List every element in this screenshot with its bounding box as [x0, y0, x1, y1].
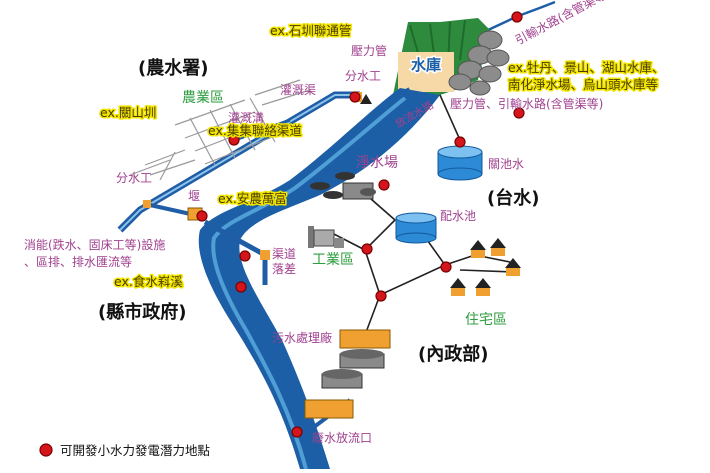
- label-sewage-plant: 污水處理廠: [272, 330, 332, 345]
- main-river-highlight: [211, 96, 407, 470]
- channel-drop-box: [260, 250, 270, 260]
- distribution-tank: [395, 212, 437, 244]
- example-reservoirs: ex.牡丹、景山、湖山水庫、: [508, 60, 664, 75]
- agency-county: (縣市政府): [98, 301, 186, 323]
- potential-sites: [196, 11, 525, 438]
- stone-cluster: [448, 30, 510, 96]
- site-marker[interactable]: [235, 281, 247, 293]
- example-shijun: ex.石圳聯通管: [270, 23, 351, 38]
- left-branch-gate: [143, 200, 151, 208]
- zone-residential: 住宅區: [465, 312, 507, 328]
- label-branch-work-left: 分水工: [116, 171, 152, 185]
- site-marker[interactable]: [291, 426, 303, 438]
- site-marker[interactable]: [378, 179, 390, 191]
- example-annong: ex.安農萬富: [218, 191, 287, 206]
- legend-label: 可開發小水力發電潛力地點: [60, 443, 210, 458]
- agency-taiwan-water: (台水): [487, 187, 539, 209]
- sewage-plant: [304, 329, 391, 419]
- site-marker[interactable]: [511, 11, 523, 23]
- water-plant-units: [310, 172, 376, 200]
- site-marker[interactable]: [349, 91, 361, 103]
- legend-marker: [39, 443, 53, 457]
- example-shishui: ex.食水嵙溪: [114, 274, 183, 289]
- drainage-ditch: [234, 118, 291, 142]
- site-marker[interactable]: [361, 243, 373, 255]
- reservoir-group: 水庫: [393, 18, 510, 96]
- label-drainage-ditch: 灌溉溝: [228, 111, 264, 125]
- label-sedimentation-tank: 關池水: [488, 157, 524, 171]
- legend: 可開發小水力發電潛力地點: [39, 443, 210, 458]
- site-marker[interactable]: [454, 136, 466, 148]
- example-guanshan: ex.關山圳: [100, 105, 156, 120]
- label-energy-dissipation: 消能(跌水、固床工等)設施: [24, 237, 165, 252]
- zone-industry: 工業區: [312, 252, 354, 268]
- label-pressure-pipe-aqueduct: 壓力管、引輸水路(含管渠等): [450, 96, 603, 111]
- industrial-buildings: [308, 226, 344, 248]
- label-pressure-pipe-top: 壓力管: [351, 43, 387, 58]
- label-drainage: 、區排、排水匯流等: [24, 255, 132, 269]
- site-marker[interactable]: [513, 107, 525, 119]
- sedimentation-tank: [437, 145, 483, 181]
- label-weir: 堰: [188, 189, 200, 203]
- discharge-pipe: [390, 87, 412, 103]
- label-wastewater-outlet: 廢水放流口: [312, 430, 372, 445]
- zone-water-plant: 淨水場: [356, 155, 398, 171]
- site-marker[interactable]: [228, 134, 240, 146]
- label-distribution-tank: 配水池: [440, 209, 476, 223]
- label-channel-drop-2: 落差: [272, 262, 296, 276]
- reservoir-label: 水庫: [411, 56, 441, 74]
- label-branch-work-top: 分水工: [345, 69, 381, 83]
- main-river: [198, 88, 440, 469]
- example-jiji: ex.集集聯絡渠道: [208, 123, 302, 138]
- site-marker[interactable]: [375, 290, 387, 302]
- site-marker[interactable]: [196, 210, 208, 222]
- site-marker[interactable]: [239, 250, 251, 262]
- agency-interior: (內政部): [418, 343, 488, 365]
- label-channel-drop-1: 渠道: [272, 247, 296, 261]
- reservoir-box: [398, 52, 454, 92]
- agri-field-hatch: [129, 79, 311, 181]
- label-aqueduct-top: 引輸水路(含管渠等): [512, 0, 612, 48]
- site-marker[interactable]: [440, 261, 452, 273]
- example-reservoirs-2: 南化淨水場、烏山頭水庫等: [508, 77, 658, 92]
- residential-houses: [450, 238, 521, 296]
- label-irrigation-canal: 灌溉渠: [280, 83, 316, 97]
- zone-agriculture: 農業區: [182, 90, 224, 106]
- agency-agri: (農水署): [138, 57, 208, 79]
